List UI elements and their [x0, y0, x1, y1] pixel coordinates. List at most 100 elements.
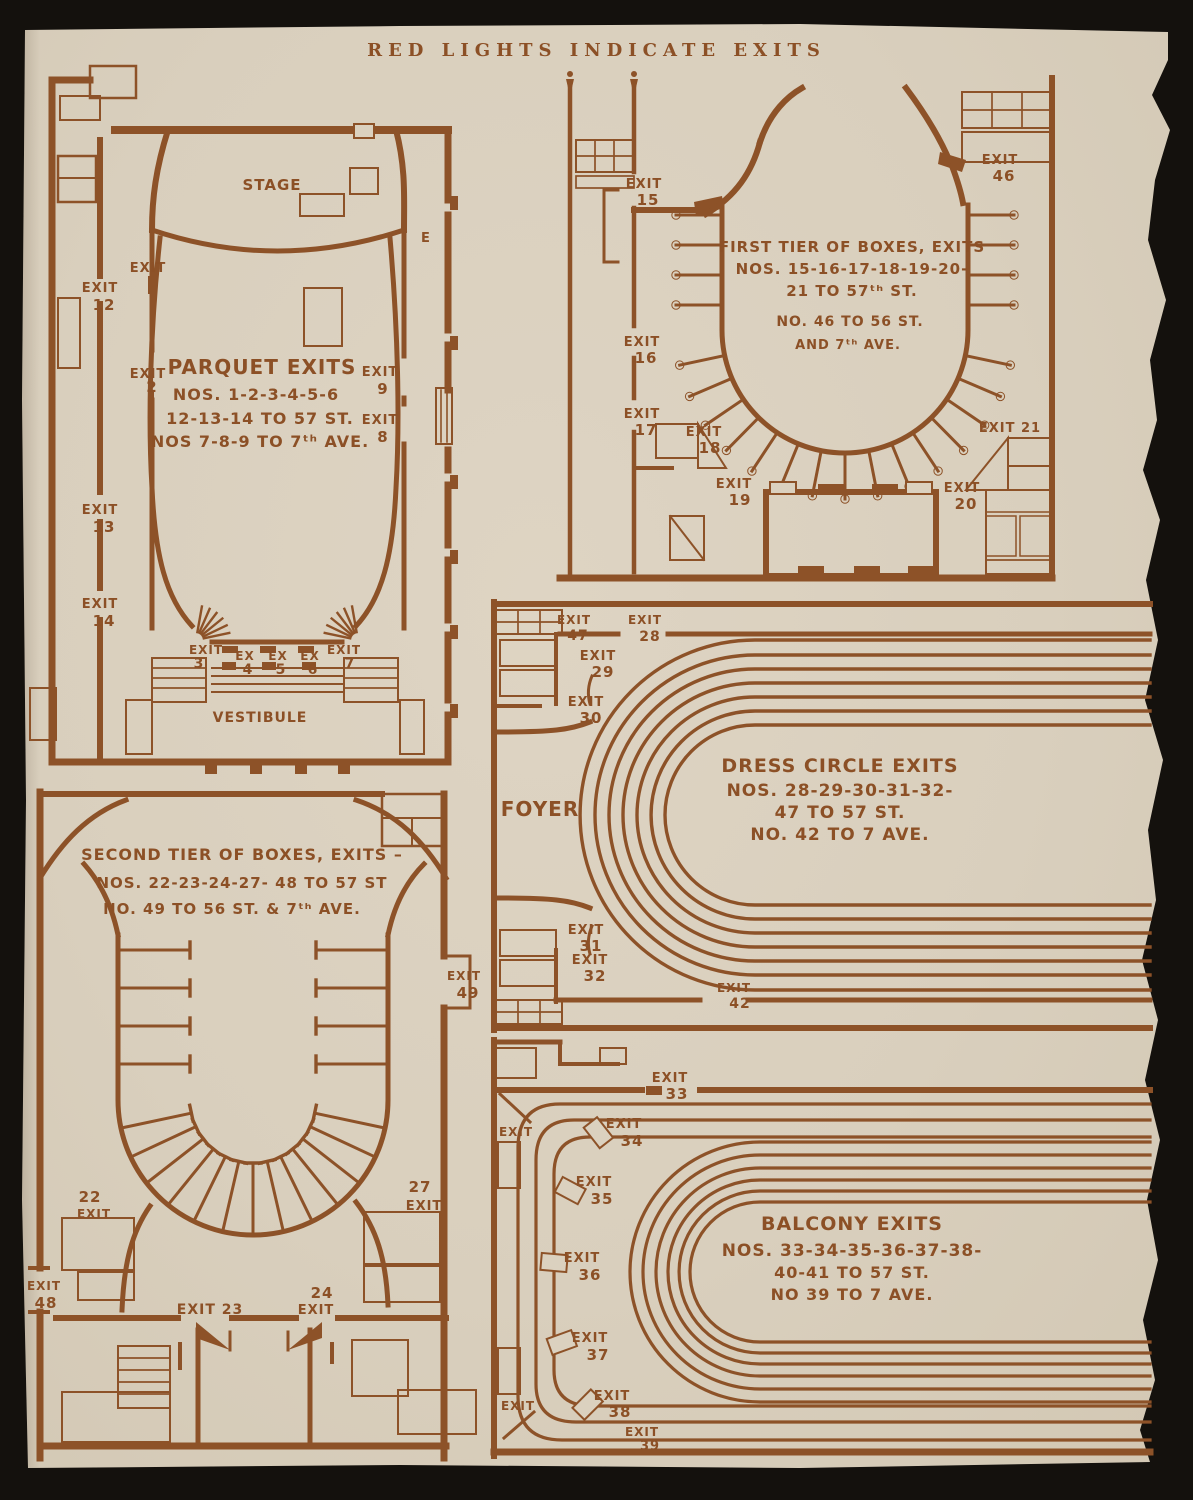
exit-29-word: EXIT — [580, 649, 617, 664]
second-tier-note-heading: SECOND TIER OF BOXES, EXITS – — [81, 845, 403, 864]
elevator-mark: E — [421, 231, 431, 246]
dress-circle-plan: EXIT 47 EXIT 28 EXIT 29 EXIT 30 EXIT 31 … — [491, 599, 1153, 1033]
exit-7-number: 7 — [345, 656, 356, 672]
balcony-note-line3: NO 39 TO 7 AVE. — [771, 1285, 934, 1304]
exit-27-number: 27 — [409, 1178, 432, 1196]
dress-circle-note-heading: DRESS CIRCLE EXITS — [721, 755, 958, 777]
balcony-exit-left-top-label: EXIT — [499, 1125, 533, 1139]
exit-35-number: 35 — [591, 1190, 614, 1208]
second-tier-note-line1: NOS. 22-23-24-27- 48 TO 57 ST — [96, 874, 387, 892]
exit-46-word: EXIT — [982, 153, 1019, 168]
dress-circle-rows — [578, 638, 1152, 992]
exit-33-word: EXIT — [652, 1071, 689, 1086]
exit-15-number: 15 — [637, 191, 660, 209]
vestibule-label: VESTIBULE — [213, 710, 308, 726]
parquet-note-line1: NOS. 1-2-3-4-5-6 — [173, 385, 339, 404]
exit-37-number: 37 — [587, 1346, 610, 1364]
exit-48-number: 48 — [35, 1294, 58, 1312]
parquet-note-line2: 12-13-14 TO 57 ST. — [166, 409, 354, 428]
exit-6-number: 6 — [308, 662, 319, 678]
parquet-plan: STAGE EXIT EXIT 12 EXIT 2 EXIT 13 EXIT 1… — [29, 64, 458, 774]
exit-18-word: EXIT — [686, 425, 723, 440]
exit-3-number: 3 — [194, 656, 205, 672]
page-title: RED LIGHTS INDICATE EXITS — [367, 40, 826, 61]
balcony-note-line2: 40-41 TO 57 ST. — [774, 1263, 930, 1282]
first-tier-note-line1: NOS. 15-16-17-18-19-20- — [736, 260, 969, 278]
exit-38-number: 38 — [609, 1403, 632, 1421]
exit-38-word: EXIT — [594, 1389, 631, 1404]
exit-5-number: 5 — [276, 662, 287, 678]
exit-34-word: EXIT — [606, 1117, 643, 1132]
exit-27-word: EXIT — [406, 1199, 443, 1214]
exit-34-number: 34 — [621, 1132, 644, 1150]
exit-stage-left-label: EXIT — [130, 261, 167, 276]
exit-5-word: EX — [268, 649, 287, 663]
first-tier-plan: EXIT 15 EXIT 16 EXIT 17 EXIT 18 EXIT 19 … — [556, 71, 1056, 582]
exit-48-word: EXIT — [27, 1279, 61, 1293]
exit-23-label: EXIT 23 — [177, 1302, 243, 1318]
exit-30-word: EXIT — [568, 695, 605, 710]
exit-13-number: 13 — [93, 518, 116, 536]
parquet-note-heading: PARQUET EXITS — [168, 355, 357, 379]
first-tier-note-line2: 21 TO 57ᵗʰ ST. — [786, 282, 918, 300]
first-tier-note-heading: FIRST TIER OF BOXES, EXITS — [719, 238, 985, 256]
exit-19-number: 19 — [729, 491, 752, 509]
parquet-note-line3: NOS 7-8-9 TO 7ᵗʰ AVE. — [151, 432, 369, 451]
exit-28-word: EXIT — [628, 613, 662, 627]
exit-2-word: EXIT — [130, 367, 167, 382]
exit-36-word: EXIT — [564, 1251, 601, 1266]
second-tier-plan: EXIT 49 22 EXIT 27 EXIT EXIT 48 EXIT 23 … — [27, 788, 481, 1462]
balcony-note-heading: BALCONY EXITS — [761, 1213, 943, 1235]
exit-31-number: 31 — [580, 937, 603, 955]
exit-42-word: EXIT — [717, 981, 751, 995]
dress-circle-note-line1: NOS. 28-29-30-31-32- — [727, 781, 954, 801]
exit-31-word: EXIT — [568, 923, 605, 938]
exit-6-word: EX — [300, 649, 319, 663]
exit-20-number: 20 — [955, 495, 978, 513]
exit-47-number: 47 — [567, 628, 588, 644]
exit-4-number: 4 — [243, 662, 254, 678]
second-tier-box-partitions — [116, 940, 390, 1237]
exit-24-number: 24 — [311, 1284, 334, 1302]
balcony-rows — [516, 1102, 1152, 1442]
exit-47-word: EXIT — [557, 613, 591, 627]
exit-36-number: 36 — [579, 1266, 602, 1284]
first-tier-note-line4: AND 7ᵗʰ AVE. — [795, 338, 901, 353]
exit-24-word: EXIT — [298, 1303, 335, 1318]
exit-16-number: 16 — [635, 349, 658, 367]
dress-circle-note-line3: NO. 42 TO 7 AVE. — [750, 825, 929, 845]
foyer-label: FOYER — [501, 797, 580, 821]
exit-17-number: 17 — [635, 421, 658, 439]
exit-12-number: 12 — [93, 296, 116, 314]
exit-22-number: 22 — [79, 1188, 102, 1206]
exit-22-word: EXIT — [77, 1207, 111, 1221]
exit-42-number: 42 — [729, 996, 750, 1012]
exit-21-label: EXIT 21 — [979, 421, 1041, 436]
first-tier-note-line3: NO. 46 TO 56 ST. — [776, 314, 923, 330]
exit-16-word: EXIT — [624, 335, 661, 350]
dress-circle-note-line2: 47 TO 57 ST. — [775, 803, 906, 823]
exit-14-number: 14 — [93, 612, 116, 630]
exit-3-word: EXIT — [189, 643, 223, 657]
exit-7-word: EXIT — [327, 643, 361, 657]
exit-37-word: EXIT — [572, 1331, 609, 1346]
exit-39-word: EXIT — [625, 1425, 659, 1439]
exit-2-number: 2 — [146, 378, 157, 396]
exit-14-word: EXIT — [82, 597, 119, 612]
exit-8-word: EXIT — [362, 413, 399, 428]
exit-49-word: EXIT — [447, 969, 481, 983]
exit-29-number: 29 — [592, 663, 615, 681]
exit-39-number: 39 — [640, 1439, 660, 1454]
second-tier-note-line2: NO. 49 TO 56 ST. & 7ᵗʰ AVE. — [103, 900, 361, 918]
exit-8-number: 8 — [377, 428, 388, 446]
exit-33-number: 33 — [666, 1085, 689, 1103]
exit-20-word: EXIT — [944, 481, 981, 496]
exit-9-word: EXIT — [362, 365, 399, 380]
exit-32-word: EXIT — [572, 953, 609, 968]
exit-17-word: EXIT — [624, 407, 661, 422]
exit-28-number: 28 — [639, 629, 660, 645]
exit-30-number: 30 — [580, 709, 603, 727]
exit-46-number: 46 — [993, 167, 1016, 185]
